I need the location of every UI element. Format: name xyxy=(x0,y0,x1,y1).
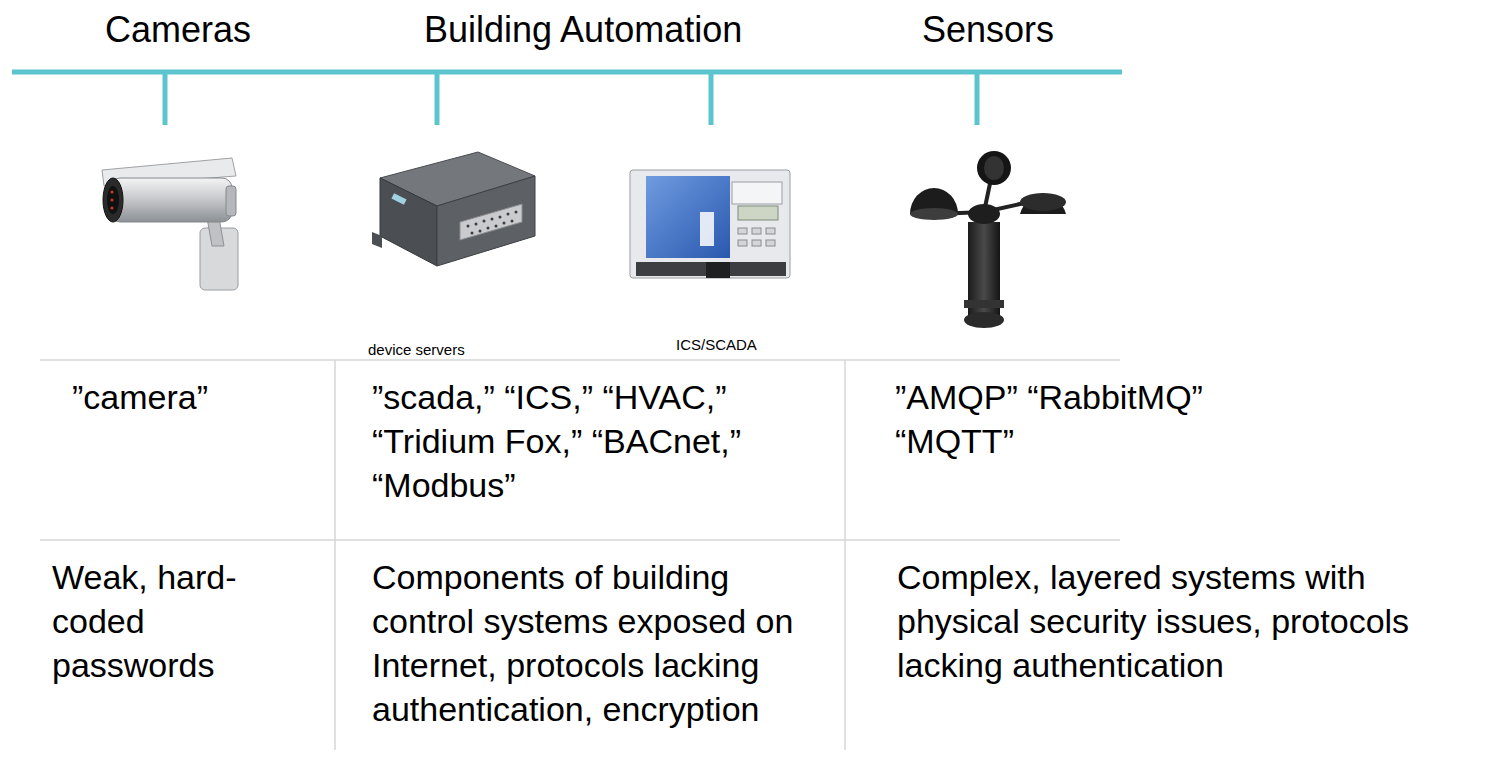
table-rule-part xyxy=(844,360,846,750)
device-server-icon-part xyxy=(495,225,498,228)
ics-controller-icon-part xyxy=(738,228,775,246)
keyword-cell-slot: ”scada,” “ICS,” “HVAC,” “Tridium Fox,” “… xyxy=(372,375,834,507)
issue-cell: Weak, hard-coded passwords xyxy=(52,555,292,687)
column-heading-slot: Sensors xyxy=(922,8,1182,52)
camera-icon-part xyxy=(110,190,113,193)
bus-line-part xyxy=(12,70,1122,75)
device-server-icon-part xyxy=(471,232,474,235)
device-caption-slot: ICS/SCADA xyxy=(676,336,806,354)
anemometer-icon-part xyxy=(964,300,1004,308)
device-server-icon-part xyxy=(437,176,535,266)
device-server-icon-part xyxy=(487,227,490,230)
keyword-cell: ”AMQP” “RabbitMQ” “MQTT” xyxy=(895,375,1295,463)
keyword-cell-slot: ”camera” xyxy=(72,375,312,419)
device-server-icon-part xyxy=(479,230,482,233)
table-rule xyxy=(40,360,1120,750)
camera-icon-part xyxy=(107,186,119,214)
ics-controller-icon-part xyxy=(738,228,747,234)
device-server-icon-part xyxy=(475,223,478,226)
issue-cell: Complex, layered systems with physical s… xyxy=(897,555,1487,687)
device-server-icon-part xyxy=(491,218,494,221)
ics-controller-icon-part xyxy=(752,228,761,234)
device-server-icon-part xyxy=(372,232,382,248)
camera-icon-part xyxy=(110,206,113,209)
camera-icon xyxy=(102,158,238,290)
device-caption: device servers xyxy=(368,341,518,359)
bus-line-part xyxy=(435,72,440,125)
anemometer-icon-part xyxy=(1020,193,1066,211)
device-server-icon-part xyxy=(483,220,486,223)
bus-line xyxy=(12,72,1122,125)
issue-cell-slot: Weak, hard-coded passwords xyxy=(52,555,292,687)
ics-controller-icon-part xyxy=(646,176,730,258)
device-server-icon-part xyxy=(460,204,522,240)
ics-controller-icon-part xyxy=(738,240,747,246)
anemometer-icon-part xyxy=(910,208,958,220)
ics-controller-icon-part xyxy=(706,262,730,278)
device-server-icon-part xyxy=(391,193,406,205)
issue-cell-slot: Complex, layered systems with physical s… xyxy=(897,555,1487,687)
camera-icon-part xyxy=(110,198,113,201)
table-rule-part xyxy=(334,360,336,750)
device-server-icon xyxy=(372,152,535,266)
ics-controller-icon-part xyxy=(766,228,775,234)
ics-controller-icon-part xyxy=(630,170,790,278)
column-heading-slot: Cameras xyxy=(105,8,365,52)
anemometer-icon-part xyxy=(984,156,1004,180)
ics-controller-icon xyxy=(630,170,790,278)
bus-line-part xyxy=(709,72,714,125)
issue-cell: Components of building control systems e… xyxy=(372,555,838,731)
column-heading: Cameras xyxy=(105,8,365,52)
device-caption: ICS/SCADA xyxy=(676,336,806,354)
ics-controller-icon-part xyxy=(752,240,761,246)
ics-controller-icon-part xyxy=(738,206,778,220)
bus-line-part xyxy=(163,72,168,125)
anemometer-icon xyxy=(910,151,1066,328)
column-heading: Sensors xyxy=(922,8,1182,52)
anemometer-icon-part xyxy=(968,204,1000,224)
device-server-icon-part xyxy=(499,216,502,219)
keyword-cell: ”camera” xyxy=(72,375,312,419)
ics-controller-icon-part xyxy=(700,212,714,246)
keyword-cell: ”scada,” “ICS,” “HVAC,” “Tridium Fox,” “… xyxy=(372,375,834,507)
issue-cell-slot: Components of building control systems e… xyxy=(372,555,838,731)
device-server-icon-part xyxy=(467,225,470,228)
camera-icon-part xyxy=(226,186,236,216)
camera-icon-part xyxy=(103,178,123,222)
device-server-icon-part xyxy=(511,220,514,223)
ics-controller-icon-part xyxy=(732,182,782,204)
device-server-icon-part xyxy=(380,178,437,266)
device-server-icon-part xyxy=(503,222,506,225)
device-caption-slot: device servers xyxy=(368,341,518,359)
table-rule-part xyxy=(40,359,1120,361)
column-heading: Building Automation xyxy=(424,8,844,52)
table-rule-part xyxy=(40,539,1120,541)
bus-line-part xyxy=(975,72,980,125)
anemometer-icon-part xyxy=(964,312,1004,328)
device-server-icon-part xyxy=(515,211,518,214)
keyword-cell-slot: ”AMQP” “RabbitMQ” “MQTT” xyxy=(895,375,1295,463)
anemometer-icon-part xyxy=(977,151,1011,185)
device-server-icon-part xyxy=(467,211,518,235)
column-heading-slot: Building Automation xyxy=(424,8,844,52)
device-server-icon-part xyxy=(507,213,510,216)
camera-icon-part xyxy=(110,178,232,222)
ics-controller-icon-part xyxy=(766,240,775,246)
